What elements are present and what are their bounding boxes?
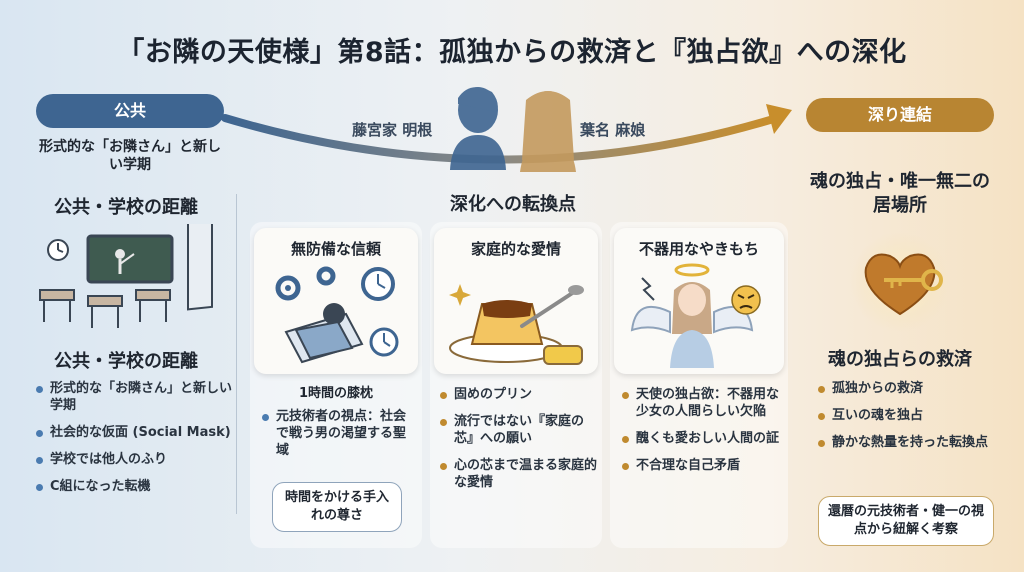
list-item: 固めのプリン — [440, 386, 598, 403]
clock-icon — [361, 267, 395, 301]
heart-key-illustration — [850, 232, 950, 332]
card-trust: 無防備な信頼 — [254, 228, 418, 374]
pudding-icon — [470, 300, 544, 345]
boy-silhouette-icon — [450, 87, 506, 170]
list-item: 天使の独占欲：不器用な少女の人間らしい欠陥 — [622, 386, 784, 420]
middle-heading: 深化への転換点 — [450, 194, 576, 215]
angel-girl-icon — [670, 282, 714, 368]
list-item: 静かな熱量を持った転換点 — [818, 434, 1002, 451]
list-item: 醜くも愛おしい人間の証 — [622, 430, 784, 447]
arc-arrowhead — [766, 104, 792, 134]
jealous-angel-illustration — [630, 263, 761, 368]
clock-icon — [369, 327, 399, 357]
card-trust-bullets: 元技術者の視点：社会で戦う男の渇望する聖域 — [262, 408, 418, 469]
card-jealousy-bullets: 天使の独占欲：不器用な少女の人間らしい欠陥 醜くも愛おしい人間の証 不合理な自己… — [622, 386, 784, 484]
list-item: 孤独からの救済 — [818, 380, 1002, 397]
pudding-illustration — [449, 284, 584, 365]
key-icon — [884, 269, 943, 291]
angry-face-icon — [731, 285, 761, 315]
page-title: 「お隣の天使様」第8話：孤独からの救済と『独占欲』への深化 — [117, 37, 907, 68]
classroom-illustration — [39, 224, 213, 328]
wall-clock-icon — [47, 239, 69, 261]
list-item: 互いの魂を独占 — [818, 407, 1002, 424]
column-divider — [236, 194, 237, 514]
card-title: 無防備な信頼 — [290, 240, 381, 258]
card-family-bullets: 固めのプリン 流行ではない『家庭の芯』への願い 心の芯まで温まる家庭的な愛情 — [440, 386, 598, 501]
list-item: 不合理な自己矛盾 — [622, 457, 784, 474]
right-heading-2: 魂の独占らの救済 — [828, 349, 972, 370]
blackboard-icon — [86, 234, 174, 284]
spoon-icon — [520, 285, 584, 328]
relationship-arc — [221, 87, 792, 172]
jealousy-spark-icon — [641, 277, 655, 301]
door-icon — [187, 224, 213, 311]
public-pill: 公共 — [36, 94, 224, 128]
gear-icon — [285, 285, 291, 291]
card-family: 家庭的な愛情 — [434, 228, 598, 374]
left-heading-1: 公共・学校の距離 — [54, 197, 198, 218]
egg-roll-icon — [543, 345, 583, 365]
halo-icon — [674, 263, 710, 277]
card-title: 不器用なやきもち — [638, 240, 759, 258]
girl-silhouette-icon — [520, 91, 576, 172]
left-bullet-list: 形式的な「お隣さん」と新しい学期 社会的な仮面 (Social Mask) 学校… — [36, 380, 232, 505]
gear-icon — [275, 266, 336, 301]
sleeping-person-icon — [284, 303, 364, 364]
right-heading-1: 魂の独占・唯一無二の居場所 — [810, 171, 990, 216]
callout-commentary: 還暦の元技術者・健一の視点から紐解く考察 — [818, 496, 994, 546]
left-heading-2: 公共・学校の距離 — [54, 351, 198, 372]
card-title: 家庭的な愛情 — [470, 240, 561, 258]
list-item: 学校では他人のふり — [36, 451, 232, 468]
right-bullet-list: 孤独からの救済 互いの魂を独占 静かな熱量を持った転換点 — [818, 380, 1002, 461]
angel-wings-icon — [630, 306, 754, 334]
list-item: 元技術者の視点：社会で戦う男の渇望する聖域 — [262, 408, 418, 459]
card-trust-subtitle: 1時間の膝枕 — [298, 386, 374, 401]
left-intro: 形式的な「お隣さん」と新しい学期 — [39, 139, 221, 173]
list-item: 形式的な「お隣さん」と新しい学期 — [36, 380, 232, 414]
card-jealousy: 不器用なやきもち — [614, 228, 784, 374]
list-item: C組になった転機 — [36, 478, 232, 495]
list-item: 心の芯まで温まる家庭的な愛情 — [440, 457, 598, 491]
list-item: 流行ではない『家庭の芯』への願い — [440, 413, 598, 447]
sparkle-icon — [449, 284, 471, 306]
character-name-right: 葉名 麻娘 — [580, 121, 646, 139]
list-item: 社会的な仮面 (Social Mask) — [36, 424, 232, 441]
deep-connection-pill: 深り連結 — [806, 98, 994, 132]
desk-icon — [39, 289, 171, 328]
callout-trust: 時間をかける手入れの尊さ — [272, 482, 402, 532]
sleeping-gears-illustration — [275, 266, 399, 364]
character-name-left: 藤宮家 明根 — [352, 121, 433, 139]
